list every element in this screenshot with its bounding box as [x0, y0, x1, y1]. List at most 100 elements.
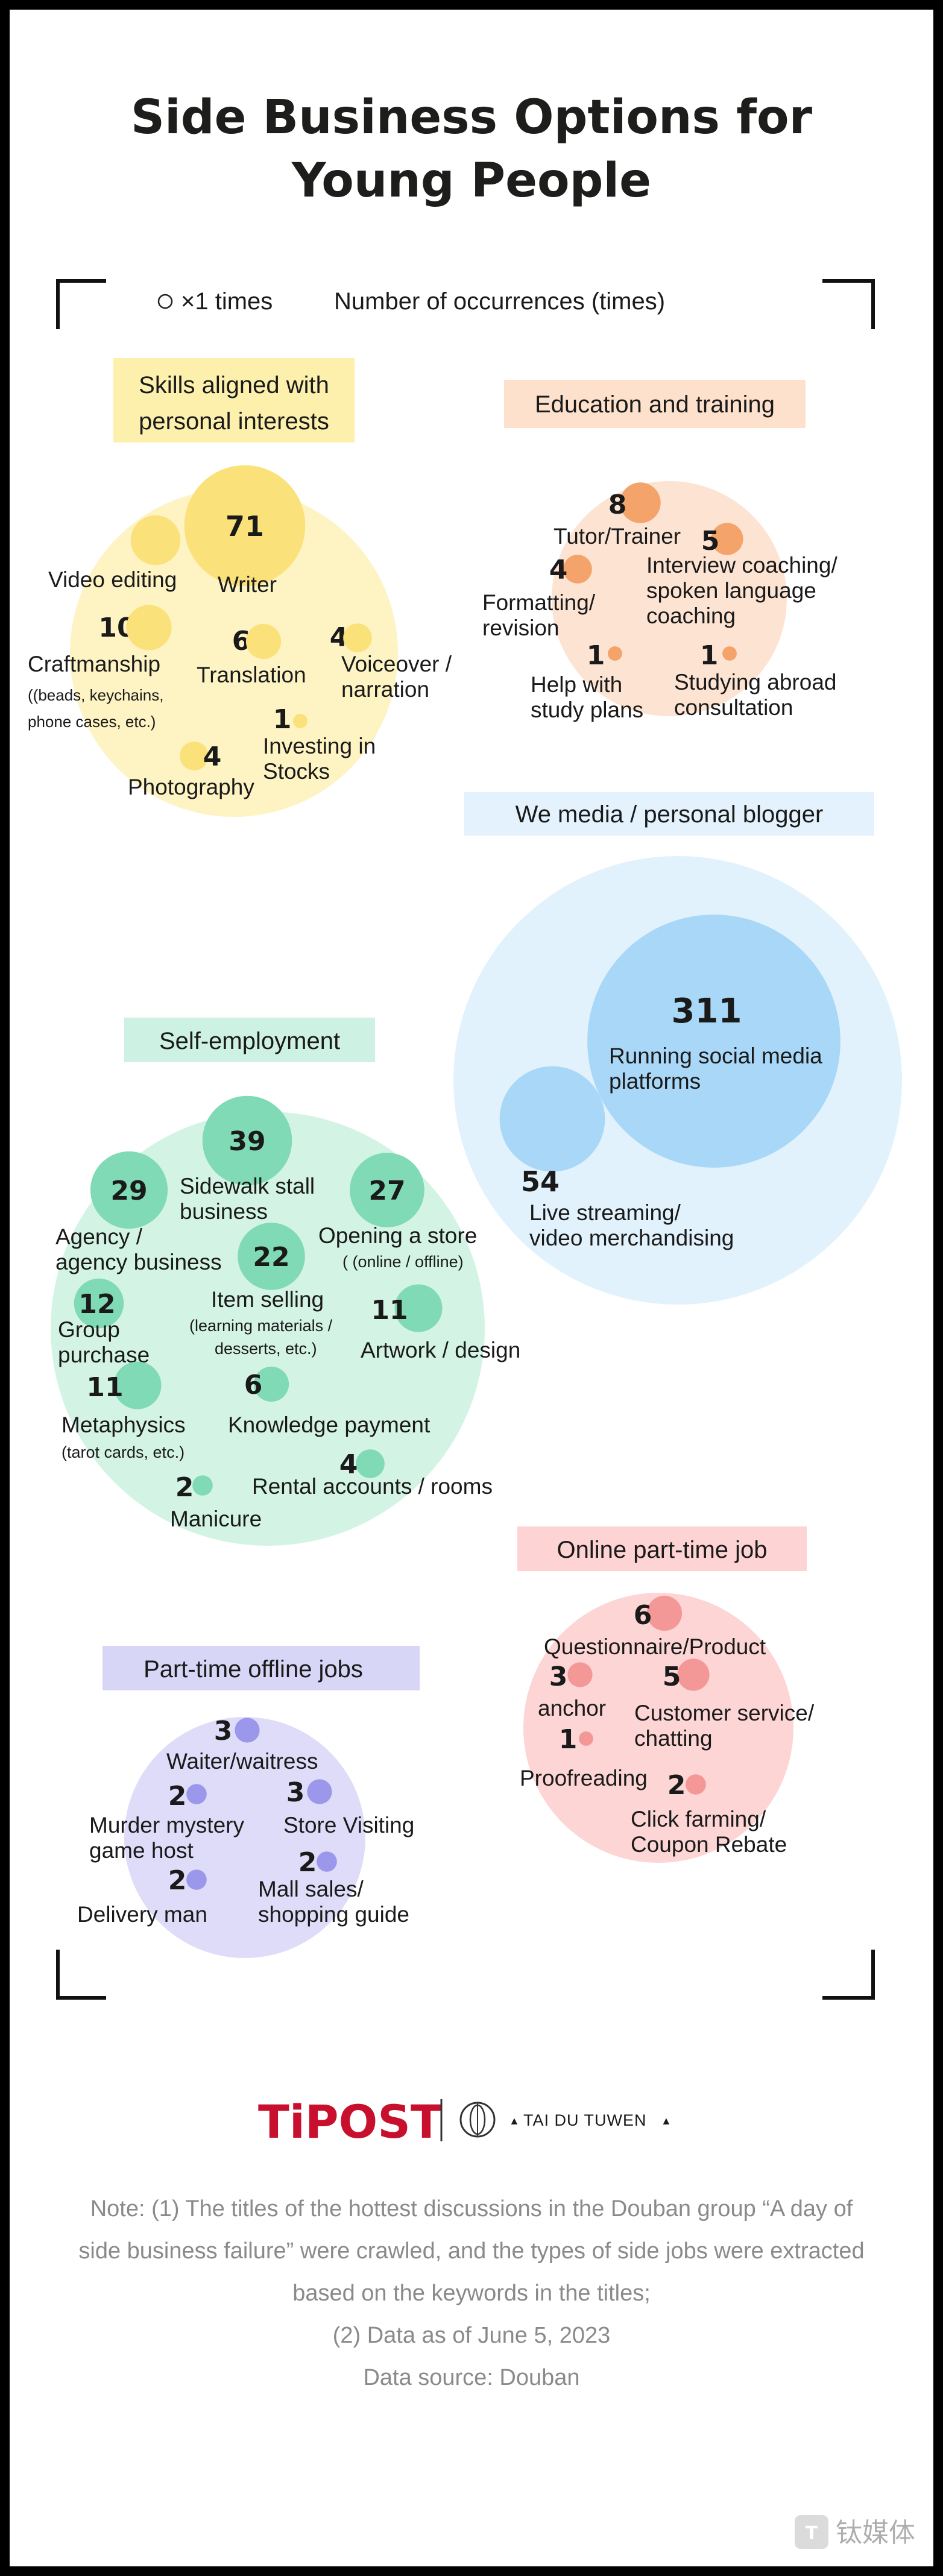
value-live-streaming: 54 [521, 1165, 560, 1198]
bubble-proofreading [579, 1731, 593, 1746]
bubble-photography [180, 742, 209, 770]
label-delivery: Delivery man [77, 1902, 207, 1927]
label-waiter: Waiter/waitress [166, 1749, 318, 1774]
label-investing-2: Stocks [263, 759, 330, 784]
bubble-metaphysics [113, 1361, 162, 1409]
value-manicure: 2 [175, 1472, 194, 1503]
label-store-visiting: Store Visiting [283, 1813, 414, 1838]
note-line-4: (2) Data as of June 5, 2023 [333, 2323, 611, 2348]
bubble-store [350, 1153, 424, 1227]
label-questionnaire: Questionnaire/Product [544, 1634, 766, 1659]
label-proofreading: Proofreading [520, 1766, 648, 1790]
bubble-item-selling [238, 1223, 305, 1290]
value-murder-mystery: 2 [168, 1781, 187, 1812]
corner-bracket-top-left [56, 279, 106, 329]
label-abroad-1: Studying abroad [674, 670, 836, 694]
label-translation: Translation [197, 663, 306, 687]
tipost-logo: TiPOST [258, 2095, 442, 2149]
data-source: Data source: Douban [363, 2365, 579, 2390]
svg-text:T: T [806, 2523, 818, 2544]
label-abroad-2: consultation [674, 695, 793, 720]
value-rental: 4 [339, 1449, 358, 1480]
value-store-visiting: 3 [286, 1777, 305, 1808]
label-tutor: Tutor/Trainer [554, 524, 681, 549]
label-customer-service-2: chatting [634, 1726, 713, 1751]
bubble-artwork [394, 1284, 443, 1332]
sublabel-store: ( (online / offline) [342, 1253, 464, 1271]
label-click-farming-1: Click farming/ [631, 1807, 766, 1831]
bubble-craftmanship [126, 605, 172, 650]
sublabel-item-selling-1: (learning materials / [189, 1317, 333, 1335]
label-formatting-2: revision [482, 616, 560, 640]
value-knowledge: 6 [244, 1370, 263, 1400]
bubble-formatting [563, 555, 592, 584]
note-line-2: side business failure” were crawled, and… [78, 2238, 864, 2264]
bubble-click-farming [686, 1774, 706, 1795]
value-investing: 1 [273, 704, 292, 735]
group-self-title: Self-employment [159, 1028, 340, 1054]
bubble-chart: Side Business Options for Young People ×… [28, 90, 915, 2549]
legend-circle-icon [157, 294, 173, 309]
group-skills-title-box [113, 358, 355, 442]
label-rental: Rental accounts / rooms [252, 1474, 493, 1499]
bubble-store-visiting [307, 1779, 332, 1804]
label-live-streaming-2: video merchandising [529, 1226, 734, 1250]
group-skills-title-line2: personal interests [139, 408, 329, 435]
sublabel-item-selling-2: desserts, etc.) [215, 1340, 317, 1358]
taidu-emblem-icon [459, 2102, 496, 2138]
infographic-page: Side Business Options for Young People ×… [10, 10, 933, 2566]
label-interview-3: coaching [646, 603, 736, 628]
group-education-title: Education and training [535, 391, 775, 418]
label-murder-mystery-2: game host [89, 1838, 194, 1863]
value-store: 27 [368, 1176, 405, 1206]
sublabel-craftmanship-1: ((beads, keychains, [28, 686, 163, 704]
corner-bracket-bottom-right [822, 1950, 875, 2000]
value-customer-service: 5 [663, 1661, 681, 1692]
group-skills-background [70, 489, 398, 817]
label-murder-mystery-1: Murder mystery [89, 1813, 244, 1838]
bubble-social-media [587, 915, 840, 1168]
group-online-part-time: Online part-time job 6 Questionnaire/Pro… [517, 1526, 815, 1863]
bubble-interview [711, 523, 743, 555]
group-online-title: Online part-time job [557, 1537, 767, 1563]
label-mall-sales-1: Mall sales/ [258, 1877, 364, 1901]
bubble-abroad [722, 646, 737, 661]
group-media-title-box [464, 792, 874, 836]
group-skills-title-line1: Skills aligned with [139, 372, 329, 398]
label-metaphysics: Metaphysics [62, 1412, 186, 1437]
group-online-title-box [517, 1526, 807, 1571]
value-agency: 29 [110, 1176, 147, 1206]
corner-bracket-bottom-left [56, 1950, 106, 2000]
value-delivery: 2 [168, 1865, 187, 1896]
label-group-purchase-1: Group [58, 1317, 120, 1342]
chart-title-line1: Side Business Options for [131, 90, 813, 145]
label-interview-2: spoken language [646, 578, 816, 603]
watermark-text: 钛媒体 [836, 2518, 915, 2548]
label-social-media-1: Running social media [609, 1044, 822, 1068]
label-formatting-1: Formatting/ [482, 590, 596, 615]
group-education: Education and training 8 Tutor/Trainer 5… [482, 380, 837, 722]
bubble-waiter [235, 1718, 260, 1743]
label-voiceover-1: Voiceover / [341, 652, 452, 676]
group-offline-title-box [102, 1646, 420, 1690]
bubble-agency [90, 1151, 168, 1229]
label-anchor: anchor [538, 1696, 606, 1721]
value-item-selling: 22 [253, 1242, 289, 1273]
bubble-anchor [567, 1662, 593, 1687]
label-sidewalk-2: business [180, 1199, 268, 1224]
value-formatting: 4 [549, 555, 568, 585]
bubble-translation [245, 623, 282, 660]
group-media: We media / personal blogger 311 Running … [453, 792, 902, 1305]
note-line-1: Note: (1) The titles of the hottest disc… [90, 2196, 853, 2222]
value-mall-sales: 2 [298, 1847, 317, 1878]
group-offline-background [124, 1717, 365, 1958]
bubble-questionnaire [646, 1595, 683, 1631]
value-group-purchase: 12 [78, 1289, 115, 1320]
label-store: Opening a store [318, 1223, 477, 1248]
label-study-plans-1: Help with [531, 672, 622, 697]
bubble-investing [293, 714, 308, 728]
value-interview: 5 [701, 526, 720, 556]
bubble-live-streaming [499, 1066, 605, 1172]
label-craftmanship: Craftmanship [28, 652, 160, 676]
group-offline-title: Part-time offline jobs [144, 1656, 363, 1683]
